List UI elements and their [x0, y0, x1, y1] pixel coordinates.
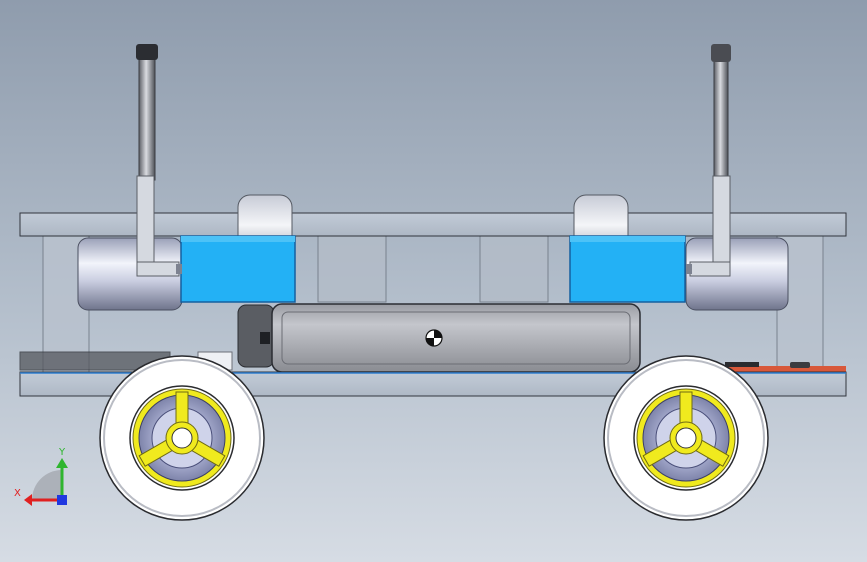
axis-y-label: Y	[58, 447, 66, 458]
top-plate	[19, 212, 847, 237]
coordinate-triad-icon: Y X	[14, 447, 68, 506]
wheel-rear-right[interactable]	[603, 355, 769, 521]
battery-pack	[271, 303, 641, 373]
motors	[77, 237, 789, 311]
axis-x-label: X	[14, 488, 21, 499]
blue-motor-mounts	[180, 235, 686, 303]
antenna-right	[686, 44, 731, 277]
antenna-left	[136, 44, 182, 277]
origin-marker-icon	[425, 329, 443, 347]
wheel-front-left[interactable]	[99, 355, 265, 521]
right-circuit-board	[690, 362, 846, 373]
left-circuit-board	[19, 351, 233, 371]
